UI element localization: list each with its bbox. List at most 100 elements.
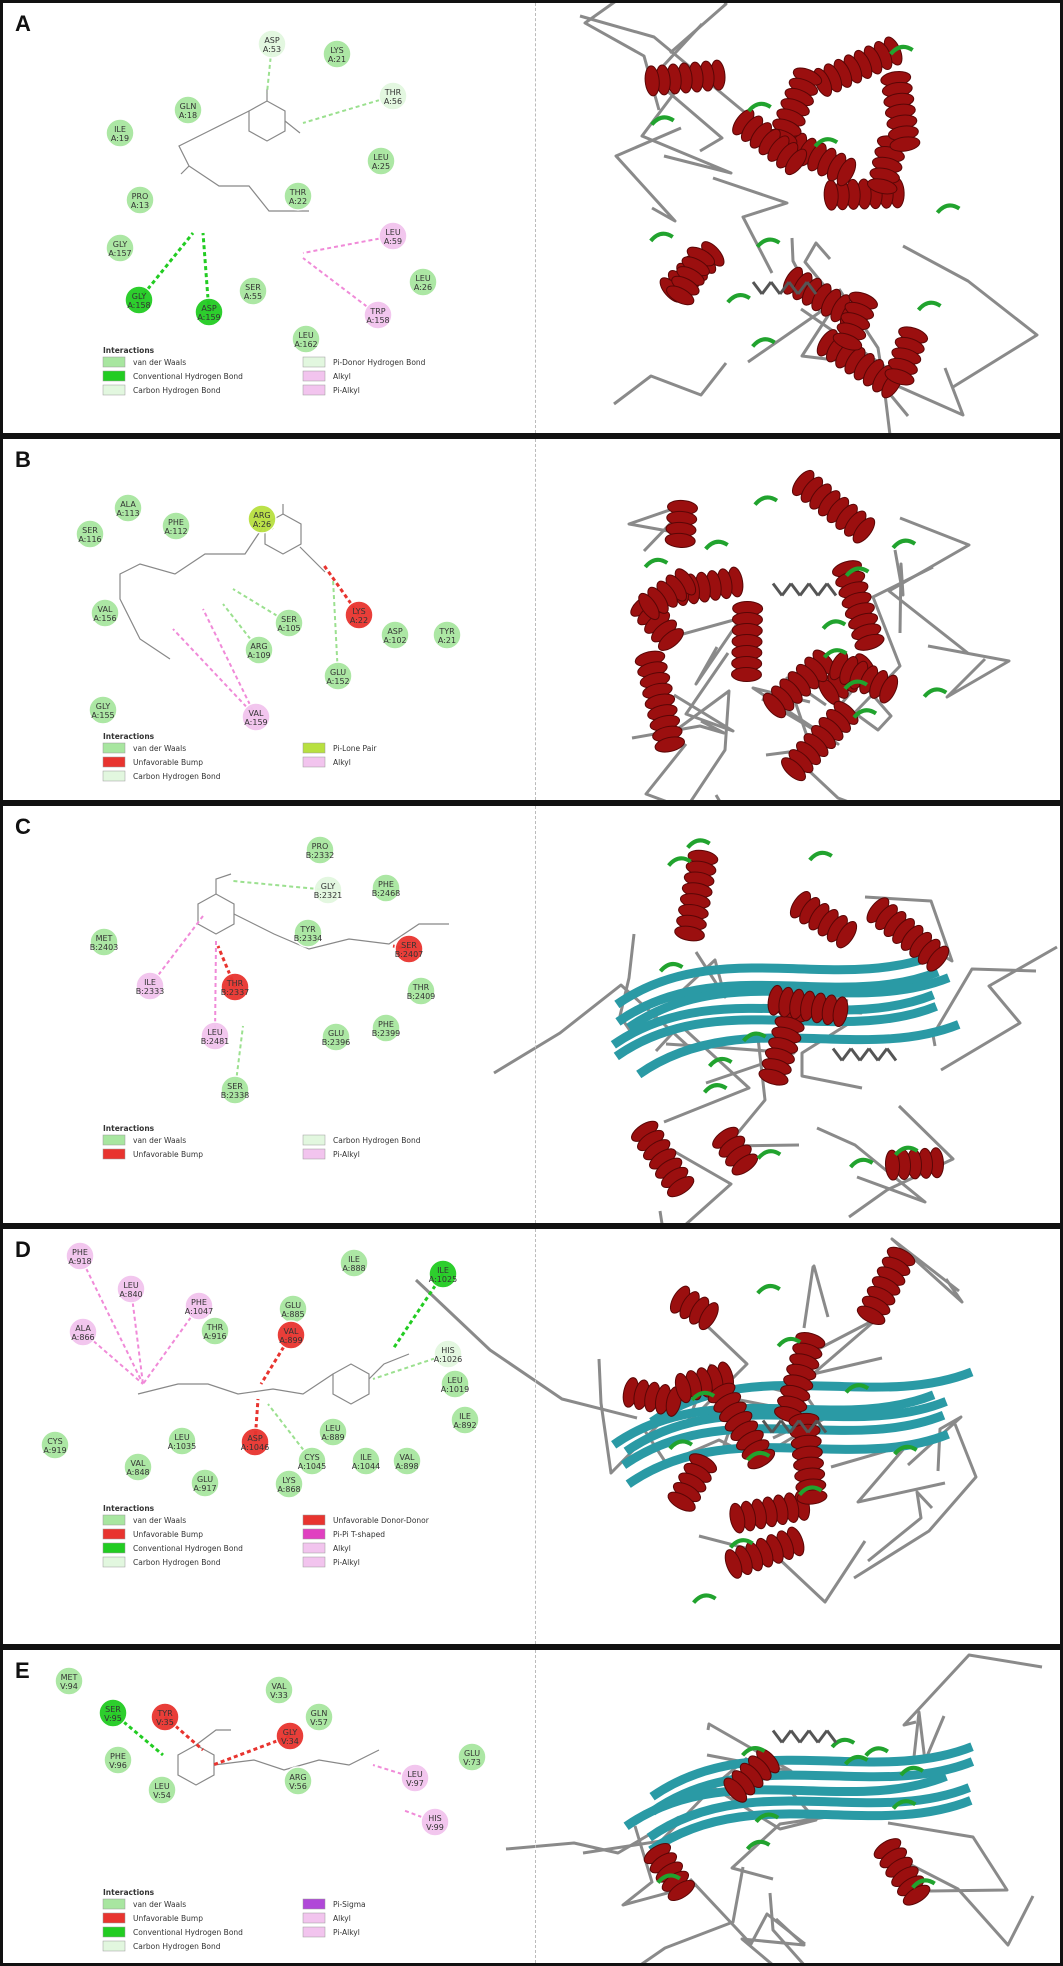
residue-id: A:155 (91, 711, 114, 720)
residue-name: PHE (378, 1020, 394, 1029)
residue-id: A:162 (294, 340, 317, 349)
residue-name: SER (82, 526, 98, 535)
residue-name: LYS (282, 1476, 295, 1485)
legend-label: Unfavorable Bump (133, 1530, 203, 1539)
residue-id: B:2481 (201, 1037, 230, 1046)
residue-id: A:21 (328, 55, 346, 64)
residue-id: A:112 (164, 527, 187, 536)
legend-item: Unfavorable Donor-Donor (302, 1514, 430, 1526)
residue-id: V:57 (310, 1718, 328, 1727)
residue-name: LEU (447, 1376, 463, 1385)
panel-divider (535, 439, 536, 800)
residue-name: ASP (264, 36, 280, 45)
residue-name: LEU (123, 1281, 139, 1290)
legend-label: Pi-Donor Hydrogen Bond (333, 358, 426, 367)
legend-title: Interactions (103, 1124, 155, 1133)
residue-name: PHE (168, 518, 184, 527)
residue-id: V:34 (281, 1737, 299, 1746)
residue-name: ALA (120, 500, 136, 509)
panel-divider (535, 3, 536, 433)
residue-id: A:1045 (298, 1462, 326, 1471)
legend-label: Carbon Hydrogen Bond (133, 386, 221, 395)
protein-ribbon (493, 838, 1058, 1223)
legend-label: Conventional Hydrogen Bond (133, 372, 243, 381)
residue-id: V:54 (153, 1791, 171, 1800)
residue-name: LEU (325, 1424, 341, 1433)
legend-item: Alkyl (302, 370, 351, 382)
legend-item: van der Waals (102, 356, 186, 368)
interaction-line (201, 232, 211, 313)
residue-id: A:885 (281, 1310, 304, 1319)
legend-label: Unfavorable Bump (133, 758, 203, 767)
legend-item: Pi-Pi T-shaped (302, 1528, 385, 1540)
legend-item: Pi-Alkyl (302, 1926, 360, 1938)
residue-id: A:105 (277, 624, 300, 633)
legend-label: Alkyl (333, 758, 351, 767)
legend-item: Pi-Donor Hydrogen Bond (302, 356, 426, 368)
residue-id: A:53 (263, 45, 281, 54)
legend-label: van der Waals (133, 1516, 186, 1525)
legend-label: Alkyl (333, 372, 351, 381)
residue-name: GLU (328, 1029, 344, 1038)
residue-id: A:917 (193, 1484, 216, 1493)
protein-ribbon (579, 3, 1039, 433)
legend-label: Pi-Lone Pair (333, 744, 377, 753)
interaction-line (172, 628, 257, 718)
residue-id: A:13 (131, 201, 149, 210)
residue-name: PHE (110, 1752, 126, 1761)
residue-id: A:866 (71, 1333, 94, 1342)
residue-name: VAL (272, 1682, 287, 1691)
residue-id: A:113 (116, 509, 139, 518)
legend-label: Pi-Alkyl (333, 1928, 360, 1937)
residue-id: A:109 (247, 651, 270, 660)
legend-label: Pi-Alkyl (333, 1558, 360, 1567)
legend-label: Carbon Hydrogen Bond (133, 772, 221, 781)
residue-id: A:848 (126, 1468, 149, 1477)
interaction-line (302, 235, 394, 254)
residue-name: ILE (114, 125, 126, 134)
panel-label: D (15, 1237, 31, 1262)
residue-id: B:2399 (372, 1029, 401, 1038)
residue-name: LEU (154, 1782, 170, 1791)
residue-id: A:158 (127, 301, 150, 310)
residue-name: THR (206, 1323, 224, 1332)
legend-item: Pi-Lone Pair (302, 742, 377, 754)
interaction-line (82, 1331, 144, 1385)
residue-id: A:22 (289, 197, 307, 206)
panel-diagram: PROB:2332GLYB:2321PHEB:2468TYRB:2334METB… (89, 835, 1058, 1223)
residue-name: THR (412, 983, 430, 992)
residue-id: A:888 (342, 1264, 365, 1273)
residue-name: ASP (247, 1434, 263, 1443)
protein-ribbon (505, 1653, 1043, 1963)
legend-item: Pi-Alkyl (302, 1556, 360, 1568)
residue-name: HIS (441, 1346, 454, 1355)
legend-label: Conventional Hydrogen Bond (133, 1544, 243, 1553)
residue-name: LYS (330, 46, 343, 55)
residue-name: ALA (75, 1324, 91, 1333)
legend-item: Conventional Hydrogen Bond (102, 370, 243, 382)
residue-name: PRO (132, 192, 149, 201)
legend-item: van der Waals (102, 1514, 186, 1526)
